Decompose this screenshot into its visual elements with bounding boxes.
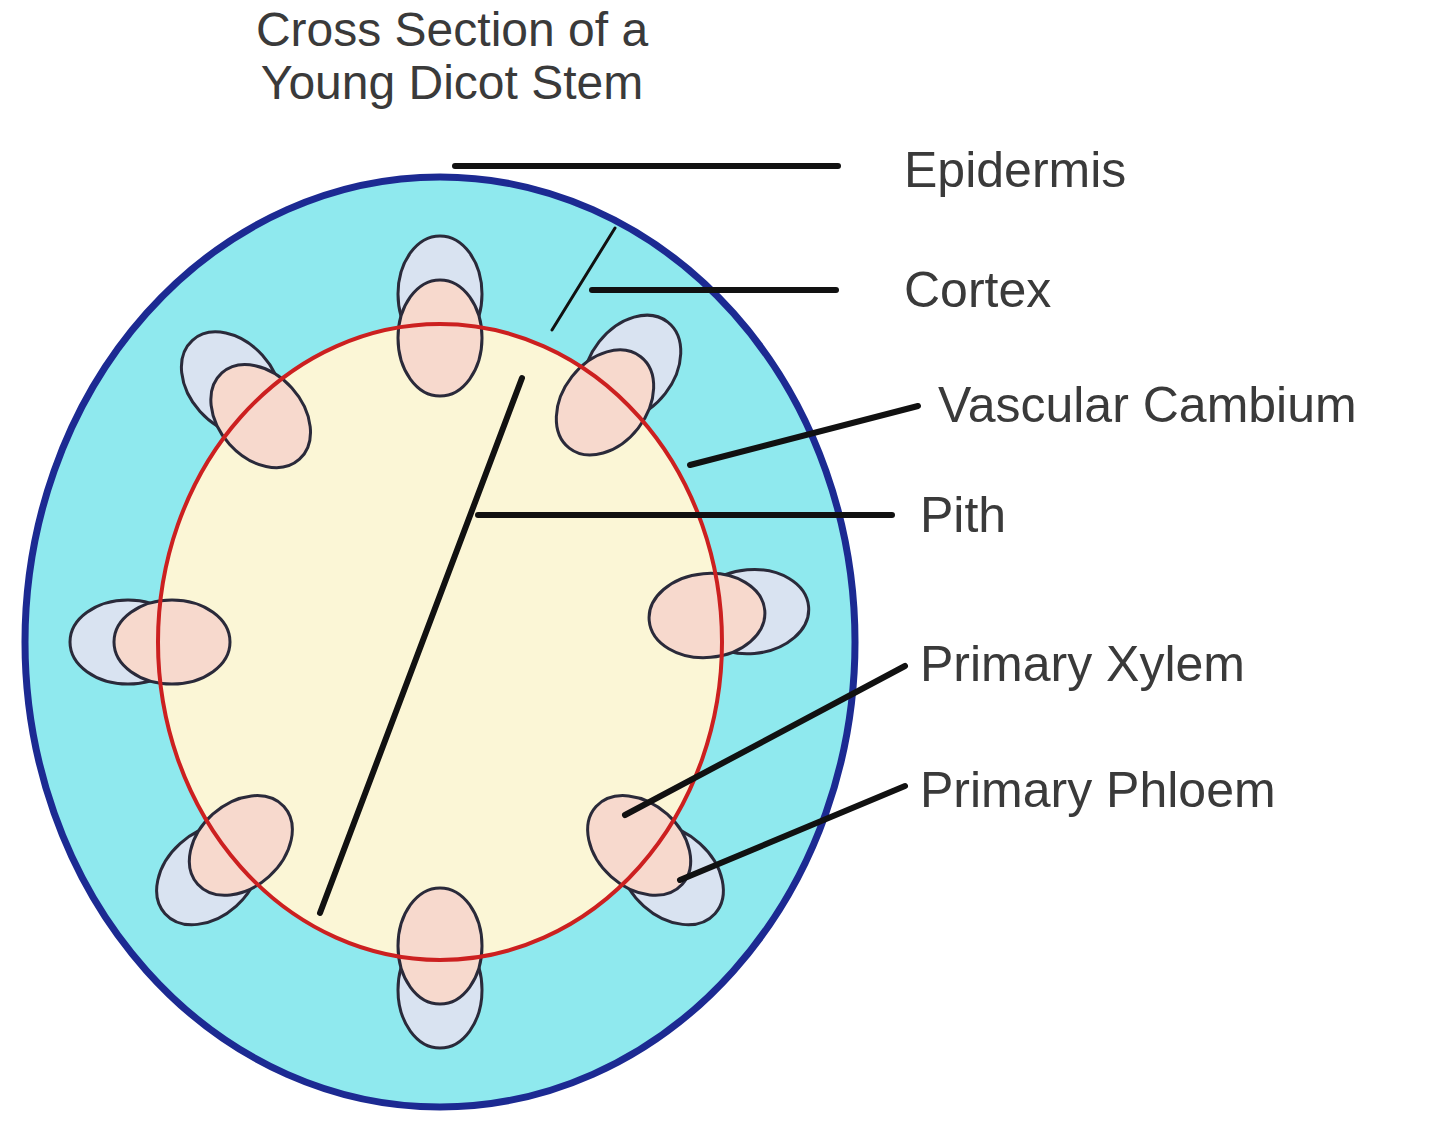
cambium-ring — [158, 324, 722, 960]
leader-line — [592, 287, 836, 293]
leader-line — [690, 406, 918, 465]
bundle-part — [646, 569, 769, 663]
leader-line — [680, 786, 905, 880]
leader-lines — [320, 166, 918, 913]
part-label: Primary Phloem — [920, 763, 1276, 818]
pith-fill — [158, 324, 722, 960]
bundle-part — [114, 600, 230, 684]
bundle-part — [568, 775, 710, 915]
part-label: Vascular Cambium — [938, 378, 1357, 433]
stem-outline — [25, 177, 855, 1107]
part-label: Primary Xylem — [920, 637, 1245, 692]
leader-line — [625, 666, 905, 815]
part-label: Cortex — [904, 263, 1051, 318]
leader-line — [320, 378, 522, 913]
leader-line — [455, 163, 838, 169]
bundle-part — [170, 775, 312, 915]
leader-line — [552, 228, 615, 330]
bundle-part — [398, 888, 482, 1004]
part-label: Pith — [920, 488, 1006, 543]
bundle-part — [191, 345, 331, 487]
diagram-title: Cross Section of a Young Dicot Stem — [222, 4, 682, 110]
part-label: Epidermis — [904, 143, 1126, 198]
leader-line — [478, 512, 892, 518]
bundle-part — [398, 280, 482, 396]
vascular-bundles — [70, 236, 812, 1048]
